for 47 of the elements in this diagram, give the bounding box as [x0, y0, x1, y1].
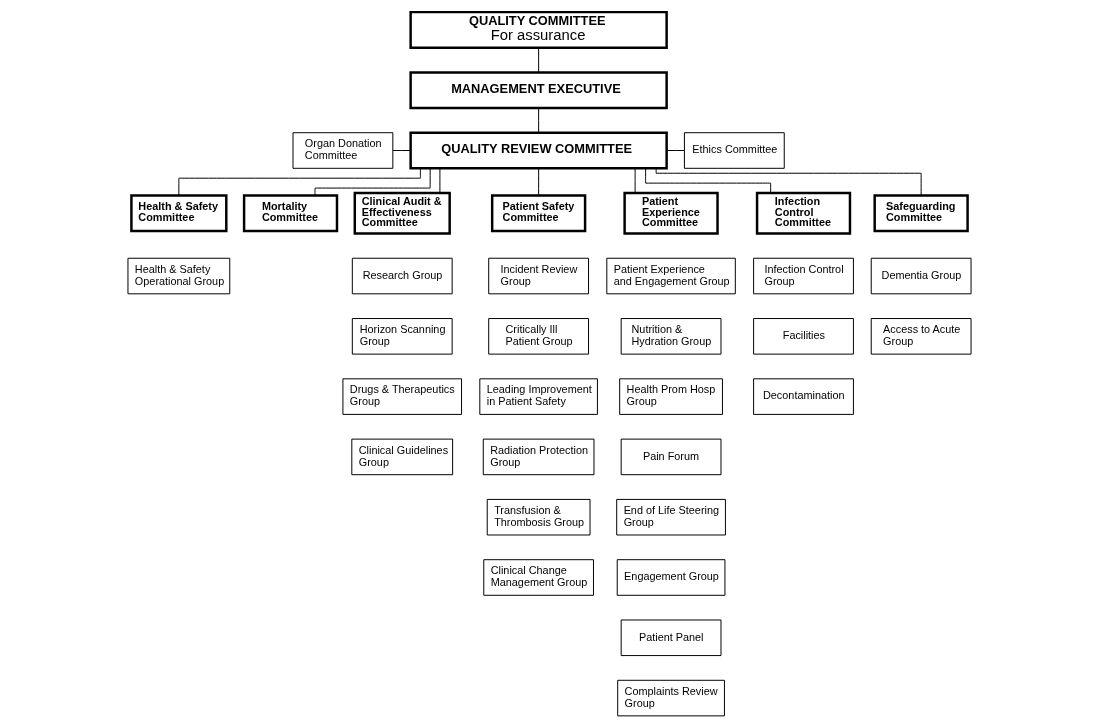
node-box: End of Life Steering Group: [616, 498, 726, 536]
node-box: Research Group: [351, 257, 453, 295]
node-box: Organ Donation Committee: [292, 132, 394, 169]
node-box: Patient Safety Committee: [490, 194, 587, 233]
node-box: QUALITY COMMITTEE For assurance: [409, 10, 668, 49]
node-box: Decontamination: [753, 378, 854, 415]
node-box: Clinical Audit & Effectiveness Committee: [353, 191, 451, 235]
node-box: Mortality Committee: [242, 194, 339, 233]
node-box: Safeguarding Committee: [873, 194, 969, 233]
connector: [538, 47, 540, 73]
node-box: Patient Experience Committee: [623, 191, 719, 235]
node-box: Engagement Group: [616, 559, 726, 596]
node-box: Leading Improvement in Patient Safety: [479, 378, 598, 415]
node-box: Infection Control Committee: [755, 191, 852, 235]
node-box: Drugs & Therapeutics Group: [342, 378, 463, 415]
node-box: Infection Control Group: [753, 257, 854, 295]
node-box: Dementia Group: [870, 257, 972, 295]
node-box: Patient Panel: [620, 619, 722, 657]
node-box: Patient Experience and Engagement Group: [606, 257, 736, 295]
connector: [178, 168, 421, 196]
connector: [538, 107, 540, 133]
connector: [666, 150, 685, 151]
node-box: Horizon Scanning Group: [351, 318, 453, 355]
node-box: Health Prom Hosp Group: [619, 378, 723, 415]
node-box: Complaints Review Group: [617, 679, 725, 717]
node-box: Radiation Protection Group: [482, 438, 595, 476]
node-box: Pain Forum: [620, 438, 722, 476]
connector: [538, 167, 540, 196]
node-box: Health & Safety Operational Group: [127, 257, 231, 295]
node-box: Access to Acute Group: [870, 318, 972, 355]
node-box: QUALITY REVIEW COMMITTEE: [409, 131, 668, 170]
node-box: Clinical Guidelines Group: [351, 438, 454, 476]
connector: [392, 150, 411, 151]
node-box: Health & Safety Committee: [130, 194, 228, 233]
node-box: Transfusion & Thrombosis Group: [486, 498, 591, 536]
node-box: Nutrition & Hydration Group: [620, 318, 722, 355]
connector: [634, 167, 636, 194]
connector: [655, 167, 922, 196]
connector: [645, 167, 772, 194]
node-box: Clinical Change Management Group: [483, 559, 594, 596]
node-box: Critically Ill Patient Group: [488, 318, 590, 355]
connector: [439, 167, 441, 194]
connector: [314, 167, 431, 196]
node-box: Incident Review Group: [488, 257, 590, 295]
node-box: Ethics Committee: [683, 132, 785, 169]
node-box: MANAGEMENT EXECUTIVE: [409, 71, 668, 110]
node-box: Facilities: [753, 318, 854, 355]
